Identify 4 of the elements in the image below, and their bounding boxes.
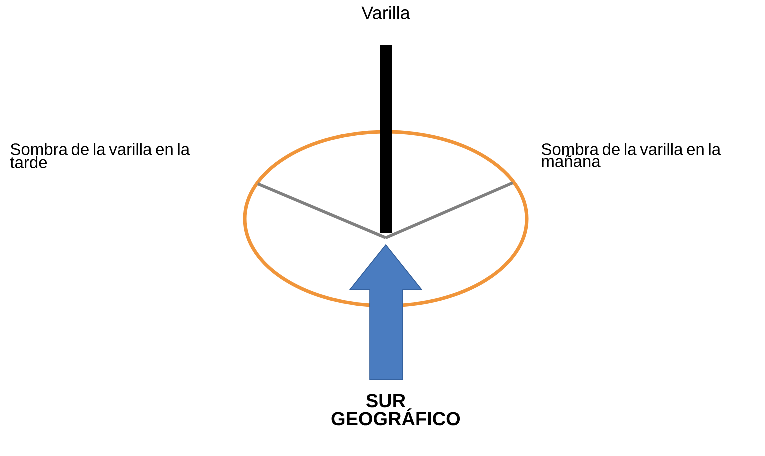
text-label: Sombra de la varilla en la tarde bbox=[10, 143, 190, 168]
text-label: Varilla bbox=[362, 6, 410, 20]
text-label: Sombra de la varilla en la mañana bbox=[542, 143, 722, 168]
text-label: SUR GEOGRÁFICO bbox=[332, 394, 460, 426]
